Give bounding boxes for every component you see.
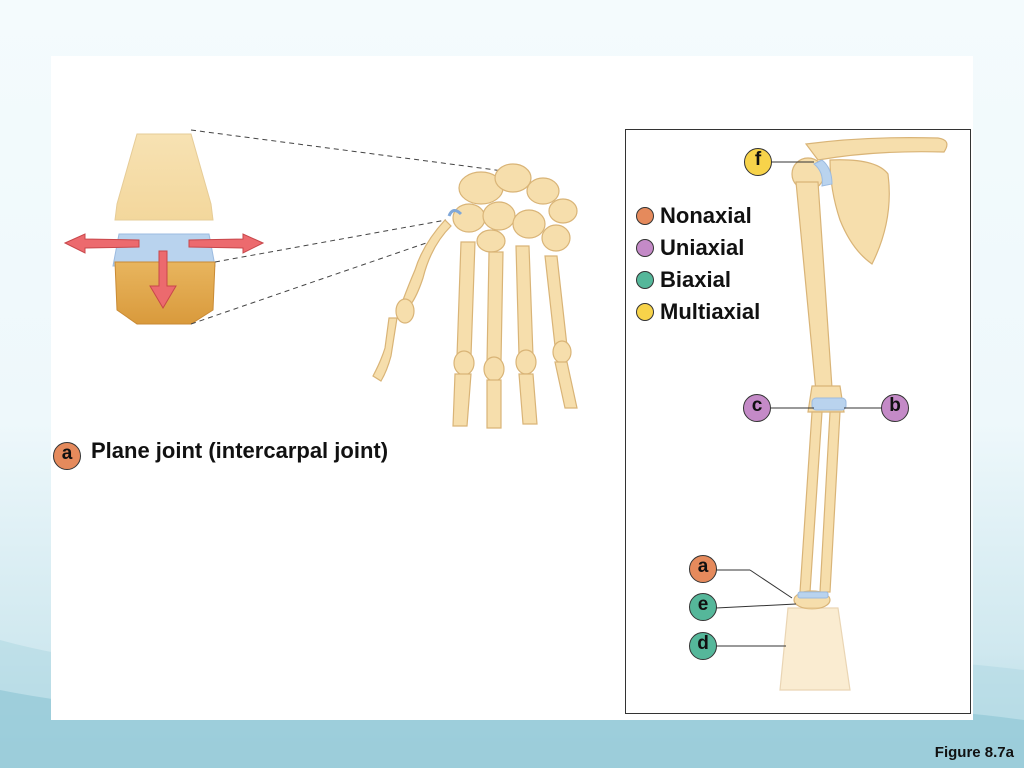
figure-caption: Plane joint (intercarpal joint) — [91, 438, 389, 463]
legend-item-uniaxial: Uniaxial — [636, 232, 760, 264]
upper-limb-skeleton — [715, 137, 948, 691]
hand-bones — [372, 163, 578, 429]
gliding-arrows — [63, 233, 265, 309]
figure-number: Figure 8.7a — [934, 744, 1014, 761]
caption-letter-badge: a — [53, 442, 81, 470]
upper-limb-panel: Nonaxial Uniaxial Biaxial Multiaxial f c… — [625, 129, 971, 714]
upper-bone-block — [114, 133, 214, 221]
connector-lines — [190, 129, 512, 325]
legend-label: Multiaxial — [660, 299, 761, 324]
movement-legend: Nonaxial Uniaxial Biaxial Multiaxial — [636, 200, 760, 328]
legend-dot-biaxial — [636, 271, 654, 289]
joint-label-a: a — [689, 555, 717, 583]
legend-item-nonaxial: Nonaxial — [636, 200, 760, 232]
legend-label: Biaxial — [660, 267, 731, 292]
joint-label-b: b — [881, 394, 909, 422]
joint-label-e: e — [689, 593, 717, 621]
legend-dot-multiaxial — [636, 303, 654, 321]
legend-item-biaxial: Biaxial — [636, 264, 760, 296]
legend-dot-nonaxial — [636, 207, 654, 225]
legend-dot-uniaxial — [636, 239, 654, 257]
joint-illustration — [63, 129, 578, 429]
figure-panel: a Plane joint (intercarpal joint) — [51, 56, 973, 720]
joint-label-f: f — [744, 148, 772, 176]
joint-label-c: c — [743, 394, 771, 422]
intercarpal-cartilage — [447, 209, 463, 217]
legend-label: Nonaxial — [660, 203, 752, 228]
joint-label-d: d — [689, 632, 717, 660]
legend-item-multiaxial: Multiaxial — [636, 296, 760, 328]
legend-label: Uniaxial — [660, 235, 745, 260]
